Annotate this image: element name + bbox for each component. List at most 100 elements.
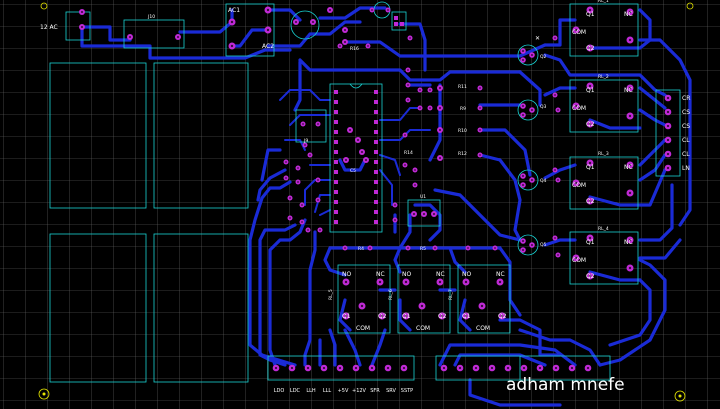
watermark: adham mnefe	[506, 375, 625, 395]
square-pad	[400, 22, 404, 26]
relay-rl6-outline	[397, 264, 451, 334]
mcu-pin	[334, 190, 338, 194]
relay-rl2-outline	[569, 79, 639, 133]
pad-hole	[554, 366, 558, 370]
pad-hole	[404, 314, 408, 318]
relay-q2-label: Q2	[378, 313, 387, 320]
relay-nc-label: NC	[624, 11, 633, 18]
pad-hole	[402, 366, 406, 370]
pad-hole	[458, 366, 462, 370]
pads	[79, 6, 672, 372]
pad-hole	[297, 167, 299, 169]
r10-label: R10	[458, 128, 467, 134]
transistor-q3-outline	[517, 99, 539, 121]
connector-right-pin-label: LN	[682, 165, 690, 172]
supply-input-connector	[65, 11, 91, 41]
pad-hole	[438, 106, 442, 110]
u1-label: U1	[420, 194, 426, 200]
pad-hole	[438, 128, 442, 132]
ac1-label: AC1	[228, 7, 240, 14]
connector-bottom-pin-label: LLH	[306, 388, 316, 394]
pad-hole	[367, 45, 369, 47]
pad-hole	[322, 366, 326, 370]
pad-hole	[464, 280, 468, 284]
pad-hole	[407, 99, 409, 101]
mcu-pin	[374, 170, 378, 174]
pad-hole	[328, 8, 332, 12]
pad-hole	[588, 274, 592, 278]
mcu-pin	[374, 110, 378, 114]
pad-hole	[304, 144, 306, 146]
big-capacitor	[290, 10, 320, 40]
r11-label: R11	[458, 84, 467, 90]
component-outlines	[49, 1, 681, 383]
bottom-connector-2-outline	[435, 355, 611, 381]
pad-hole	[230, 44, 234, 48]
mcu-pin	[374, 200, 378, 204]
pad-hole	[522, 105, 524, 107]
pad-hole	[338, 366, 342, 370]
connector-bottom-pin-label: +5V	[338, 388, 349, 394]
q5-label: Q5	[540, 242, 547, 248]
pad-hole	[230, 20, 234, 24]
pad-hole	[531, 179, 533, 181]
pad-hole	[307, 229, 309, 231]
pad-hole	[317, 179, 319, 181]
pad-hole	[429, 107, 431, 109]
pad-hole	[344, 247, 346, 249]
pad-hole	[479, 107, 481, 109]
square-pad	[394, 16, 398, 20]
pad-hole	[554, 94, 556, 96]
pad-hole	[506, 366, 510, 370]
relay-rl7-outline	[457, 264, 511, 334]
pad-hole	[588, 199, 592, 203]
pad-hole	[522, 249, 524, 251]
pad-hole	[319, 229, 321, 231]
mcu-pin	[374, 150, 378, 154]
q4-label: Q4	[540, 178, 547, 184]
pad-hole	[588, 46, 592, 50]
pad-hole	[628, 163, 632, 167]
pad-hole	[522, 59, 524, 61]
relay-com-label: COM	[572, 105, 586, 112]
connector-bottom-pin-label: +12V	[352, 388, 367, 394]
transformer-block-3	[49, 233, 147, 383]
pad-hole	[302, 123, 304, 125]
pad-hole	[266, 28, 270, 32]
pad-hole	[666, 138, 670, 142]
pad-hole	[666, 124, 670, 128]
pad-hole	[343, 28, 347, 32]
connector-bottom-pin-label: SFR	[370, 388, 380, 394]
traces	[80, 6, 692, 407]
q2-label: Q2	[540, 54, 547, 60]
connector-bottom-pin-label: SSTP	[401, 388, 413, 394]
pad-hole	[522, 184, 524, 186]
connector-bottom-pin-label: LLL	[323, 388, 332, 394]
pad-hole	[628, 10, 632, 14]
mcu-pin	[334, 100, 338, 104]
pad-hole	[586, 366, 590, 370]
pad-hole	[348, 128, 352, 132]
pad-hole	[480, 304, 484, 308]
transformer-block-2	[153, 62, 249, 209]
relay-q1-label: Q1	[402, 313, 411, 320]
connector-right-pin-label: CS	[682, 123, 690, 130]
mounting-holes	[38, 2, 694, 402]
ac2-label: AC2	[262, 43, 274, 50]
transformer-block-1	[49, 62, 147, 209]
u1-regulator	[407, 199, 441, 227]
relay-q1-label: Q1	[586, 164, 595, 171]
pad-hole	[339, 45, 341, 47]
relay-nc-label: NC	[624, 87, 633, 94]
relay-name-label: RL_7	[448, 289, 454, 300]
relay-no-label: NO	[342, 271, 351, 278]
relay-com-label: COM	[572, 257, 586, 264]
pad-hole	[438, 156, 442, 160]
pad-hole	[290, 366, 294, 370]
relay-q2-label: Q2	[586, 45, 595, 52]
relay-name-label: RL_4	[598, 226, 609, 232]
pad-hole	[301, 204, 303, 206]
mcu-pin	[334, 140, 338, 144]
pad-hole	[494, 247, 496, 249]
